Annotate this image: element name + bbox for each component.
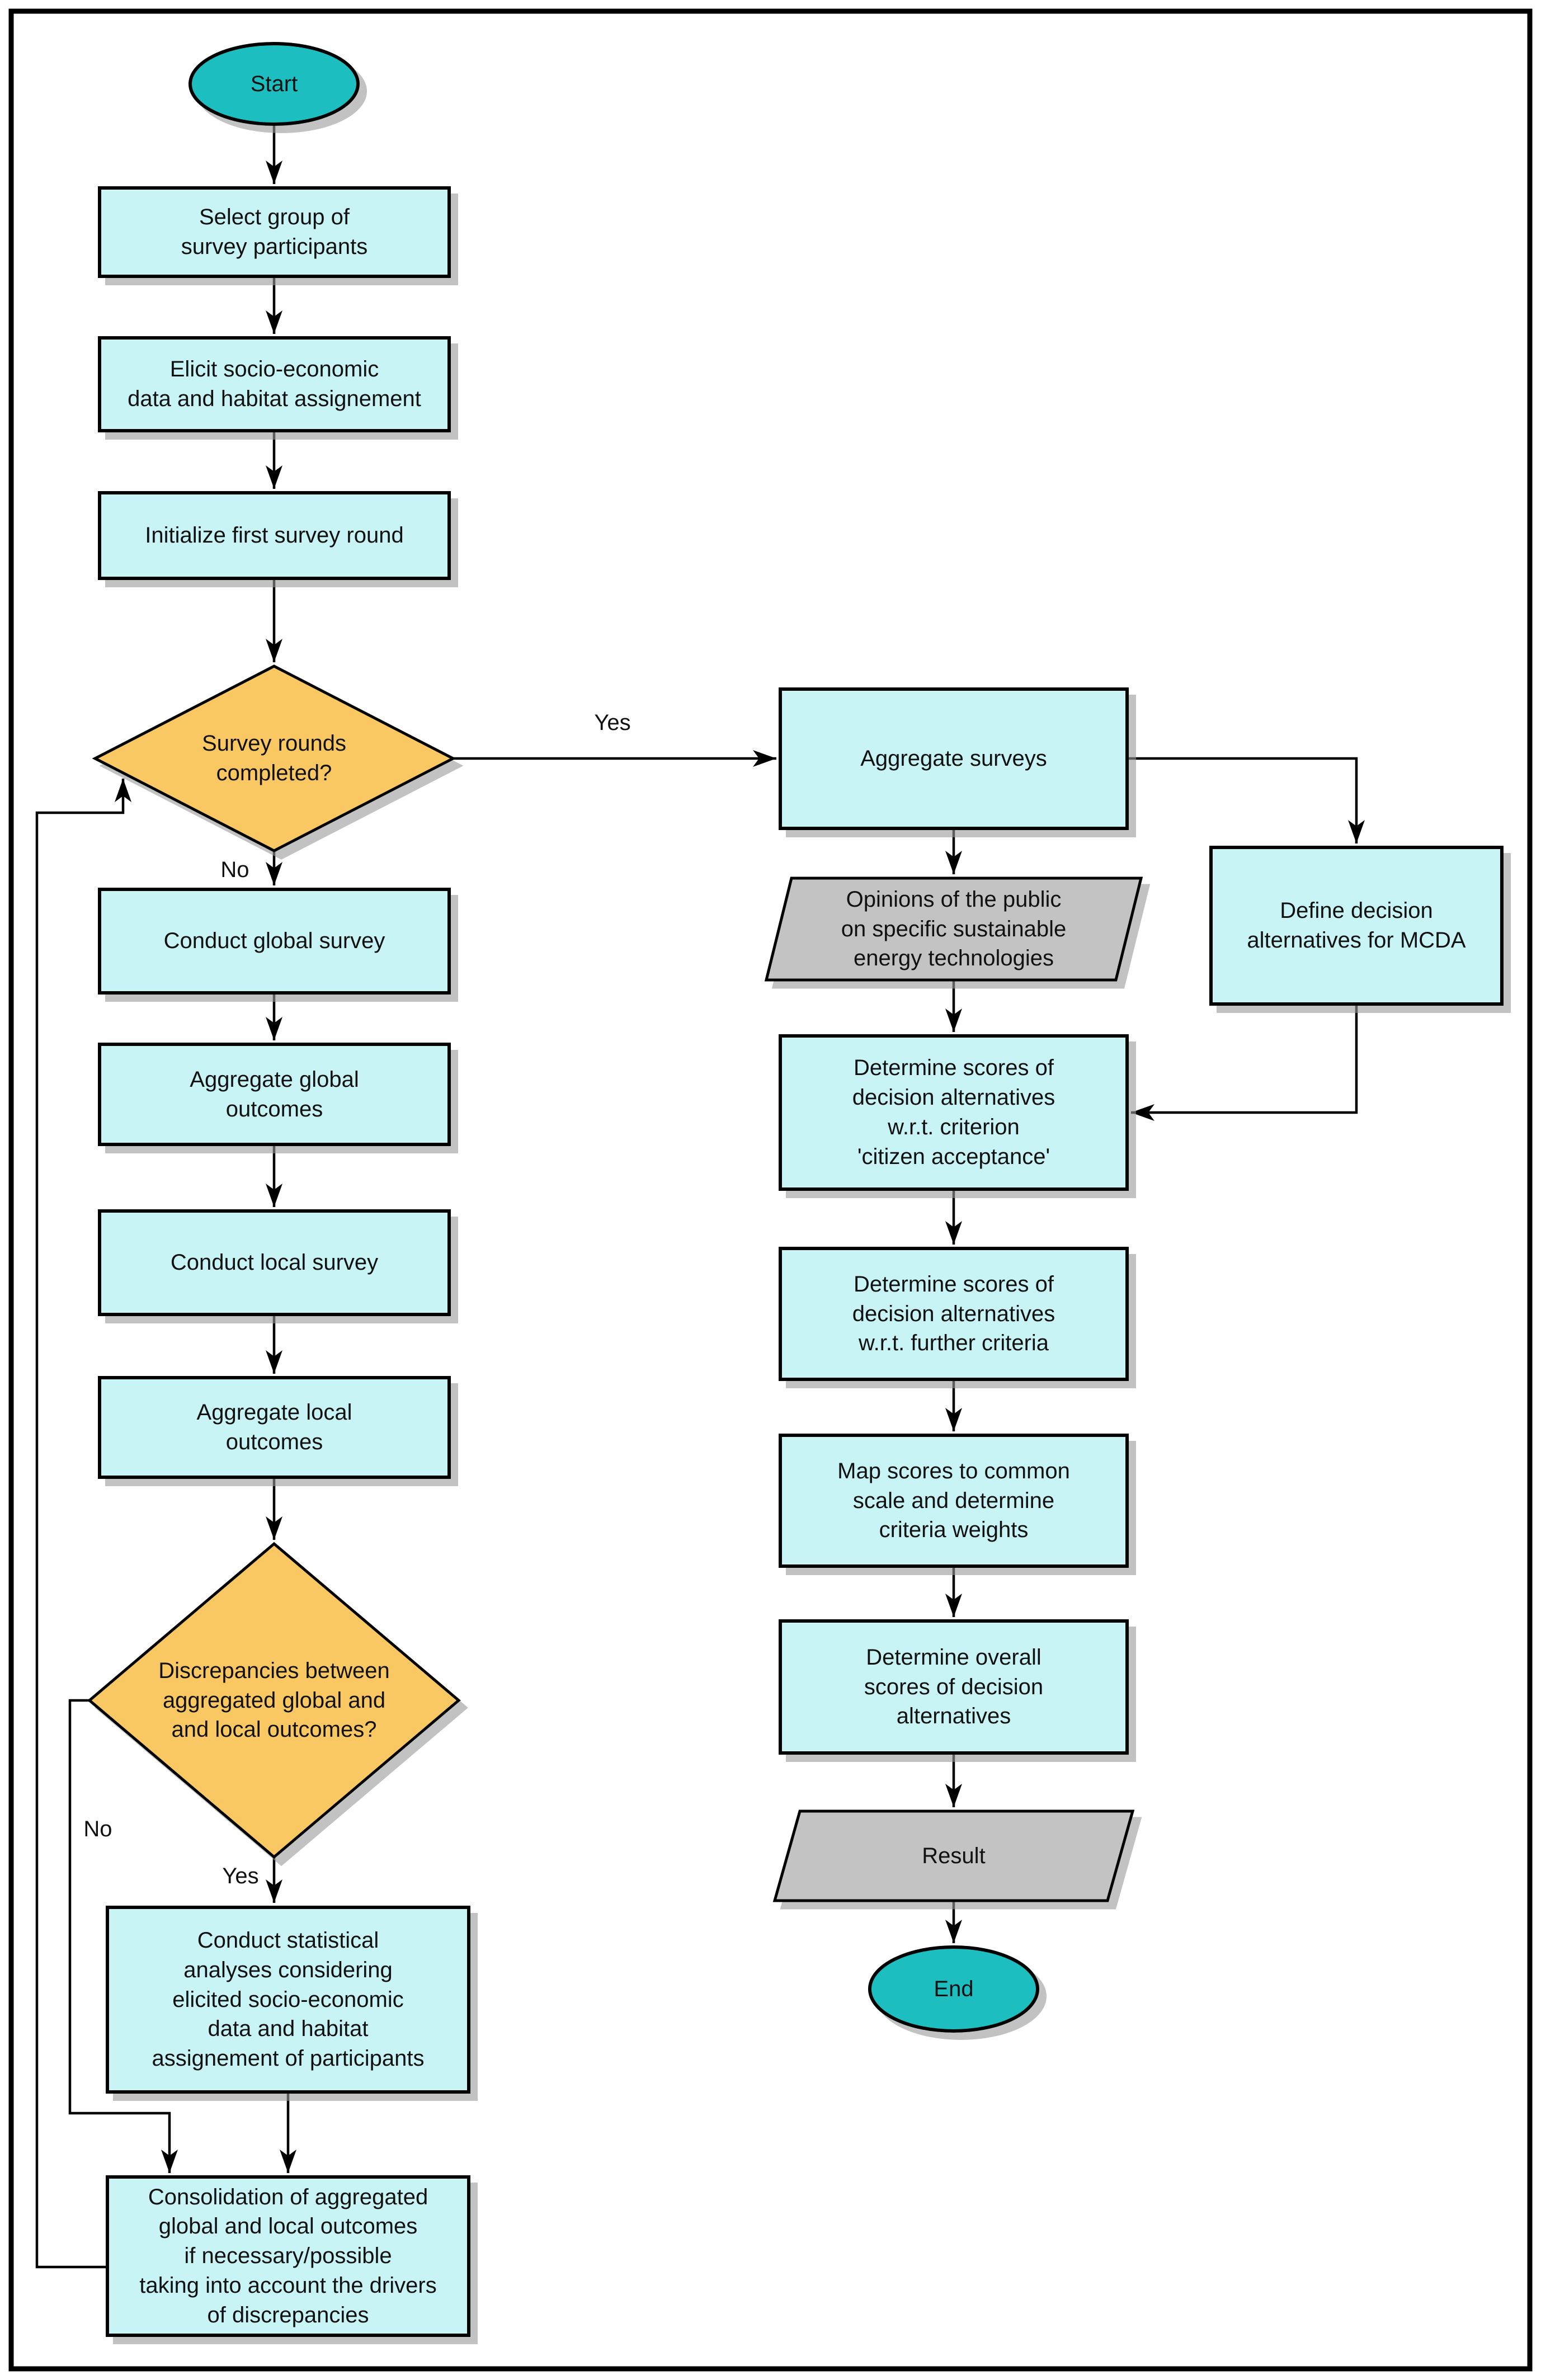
select-group-shape: [98, 186, 451, 278]
end-terminator-shape: [868, 1945, 1039, 2033]
edge-consolidation-loop-to-rounds-decision: [35, 779, 131, 2269]
rounds-completed-decision-shape: [92, 664, 456, 852]
init-round-shape: [98, 491, 451, 580]
edge-define-alt-to-scores-citizen: [1131, 1004, 1358, 1121]
elicit-data-shape: [98, 336, 451, 432]
consolidation-shape: [106, 2175, 470, 2337]
statistical-analyses-shape: [106, 1906, 470, 2094]
scores-citizen-shape: [779, 1034, 1129, 1191]
edge-agg-surveys-to-define-alt: [1127, 757, 1365, 843]
define-alternatives-shape: [1209, 846, 1504, 1006]
local-survey-shape: [98, 1209, 451, 1316]
map-scores-shape: [779, 1434, 1129, 1568]
edge-discrepancies-no-loop-to-consolidation: [68, 1699, 178, 2173]
result-data-shape: [772, 1809, 1135, 1902]
opinions-data-shape: [764, 876, 1143, 982]
agg-global-shape: [98, 1043, 451, 1146]
overall-scores-shape: [779, 1619, 1129, 1755]
agg-surveys-shape: [779, 687, 1129, 830]
scores-further-shape: [779, 1247, 1129, 1381]
start-terminator-shape: [188, 42, 360, 126]
global-survey-shape: [98, 888, 451, 995]
page-border: [8, 8, 1533, 2372]
agg-local-shape: [98, 1376, 451, 1479]
discrepancies-decision-shape: [87, 1542, 461, 1859]
